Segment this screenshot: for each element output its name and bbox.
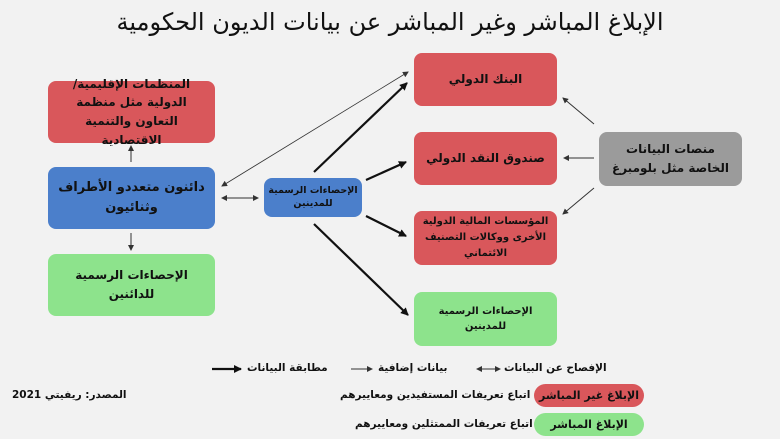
legend-indirect-text: اتباع تعريفات المستفيدين ومعاييرهم [340, 389, 531, 401]
legend-direct-pill: الإبلاغ المباشر [534, 413, 644, 436]
creditors-box: دائنون متعددو الأطراف وثنائيون [48, 167, 215, 229]
arrow-debtor-imf [365, 160, 407, 182]
arrow-creditors-worldbank [221, 71, 409, 187]
debtor-official-stats-box-2: الإحصاءات الرسمية للمدينين [414, 292, 557, 346]
legend-disclosure-label: الإفصاح عن البيانات [504, 362, 607, 374]
arrow-private-financial [562, 187, 595, 215]
legend-matching-label: مطابقة البيانات [247, 362, 328, 374]
private-data-platforms-box: منصات البيانات الخاصة مثل بلومبرغ [599, 132, 742, 186]
diagram-title: الإبلاغ المباشر وغير المباشر عن بيانات ا… [116, 8, 664, 36]
arrow-debtor-debtorstats2 [313, 223, 409, 316]
imf-box: صندوق النقد الدولي [414, 132, 557, 185]
regional-international-orgs-box: المنظمات الإقليمية/الدولية مثل منظمة الت… [48, 77, 215, 147]
arrow-debtor-financial [365, 215, 407, 237]
source-note: المصدر: ريفيتي 2021 [12, 389, 127, 401]
arrow-private-worldbank [562, 97, 595, 125]
world-bank-box: البنك الدولي [414, 53, 557, 106]
legend-indirect-pill: الإبلاغ غير المباشر [534, 384, 644, 407]
arrow-debtor-worldbank [313, 82, 408, 173]
legend-additional-label: بيانات إضافية [378, 362, 448, 374]
legend-direct-text: اتباع تعريفات الممتثلين ومعاييرهم [355, 418, 533, 430]
creditor-official-stats-box: الإحصاءات الرسمية للدائنين [48, 254, 215, 316]
debtor-official-stats-box: الإحصاءات الرسمية للمدينين [264, 178, 362, 217]
financial-institutions-box: المؤسسات المالية الدولية الأخرى ووكالات … [414, 211, 557, 265]
